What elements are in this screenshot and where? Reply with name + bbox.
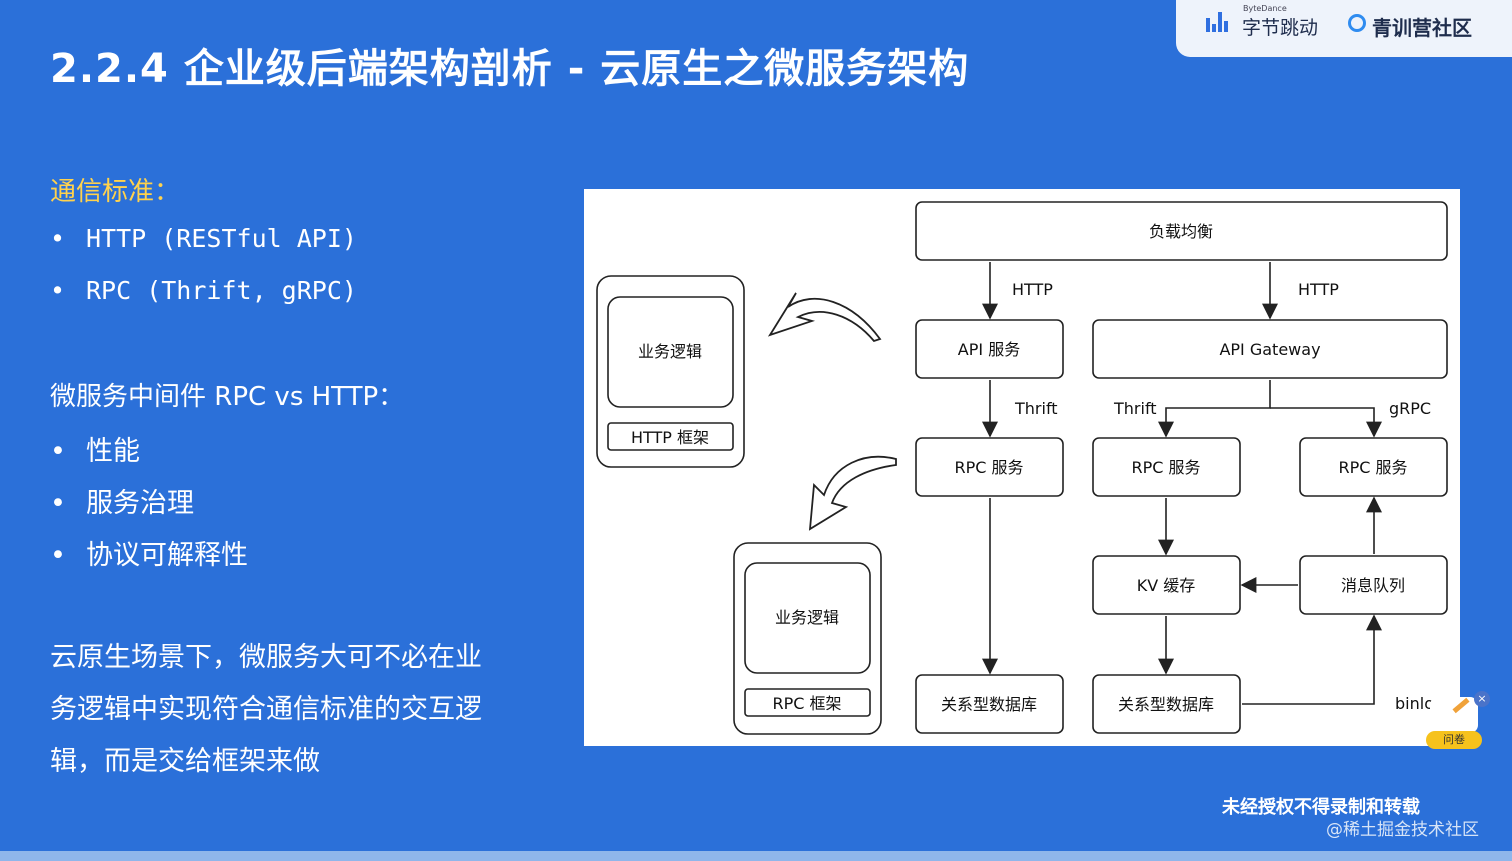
community-logo-icon — [1348, 14, 1366, 32]
standard-item: •RPC (Thrift, gRPC) — [50, 276, 357, 305]
community-name: 青训营社区 — [1372, 16, 1472, 40]
message-queue-label: 消息队列 — [1341, 576, 1405, 595]
standard-item: •HTTP (RESTful API) — [50, 224, 357, 253]
edge-label-thrift-1: Thrift — [1014, 399, 1058, 418]
api-service-label: API 服务 — [958, 340, 1020, 359]
http-framework-label: HTTP 框架 — [631, 428, 709, 447]
slide-title: 2.2.4 企业级后端架构剖析 - 云原生之微服务架构 — [50, 46, 970, 92]
close-icon[interactable]: × — [1474, 691, 1490, 707]
kv-cache-label: KV 缓存 — [1137, 576, 1196, 595]
edge-gateway-to-rpc-2 — [1158, 380, 1271, 438]
edge-label-http-1: HTTP — [1012, 280, 1053, 299]
http-framework-bar — [607, 422, 734, 451]
rpc-framework-label: RPC 框架 — [772, 694, 841, 713]
relational-db-box-2 — [1092, 674, 1241, 734]
edge-label-thrift-2: Thrift — [1113, 399, 1157, 418]
summary-paragraph: 云原生场景下，微服务大可不必在业 务逻辑中实现符合通信标准的交互逻 辑，而是交给… — [50, 642, 482, 777]
http-framework-logic-box — [607, 296, 734, 408]
questionnaire-card — [1430, 697, 1478, 733]
edge-gateway-to-rpc-3 — [1270, 407, 1382, 438]
copyright-note: 未经授权不得录制和转载 — [1222, 797, 1420, 818]
section-heading: 通信标准： — [50, 177, 181, 207]
comparison-item: •性能 — [50, 436, 140, 467]
edge-label-http-2: HTTP — [1298, 280, 1339, 299]
rpc-service-box-2 — [1092, 437, 1241, 497]
api-gateway-box — [1092, 319, 1448, 379]
kv-cache-box — [1092, 555, 1241, 615]
http-framework-logic-label: 业务逻辑 — [638, 342, 702, 361]
bytedance-logo-icon — [1206, 12, 1232, 32]
relational-db-label-1: 关系型数据库 — [941, 695, 1037, 714]
rpc-service-label-2: RPC 服务 — [1131, 458, 1200, 477]
relational-db-box-1 — [915, 674, 1064, 734]
architecture-diagram: 负载均衡 API 服务 API Gateway RPC 服务 RPC 服务 RP… — [584, 189, 1460, 746]
api-service-box — [915, 319, 1064, 379]
api-gateway-label: API Gateway — [1219, 340, 1320, 359]
brand-banner: ByteDance 字节跳动 青训营社区 — [1176, 0, 1512, 57]
relational-db-label-2: 关系型数据库 — [1118, 695, 1214, 714]
edge-db-2-binlog-to-mq — [1242, 614, 1382, 705]
comparison-item: •协议可解释性 — [50, 540, 248, 571]
rpc-service-box-3 — [1299, 437, 1448, 497]
questionnaire-widget[interactable]: 问卷 × — [1426, 691, 1490, 749]
rpc-framework-logic-box — [744, 562, 871, 674]
rpc-service-box-1 — [915, 437, 1064, 497]
rpc-framework-bar — [744, 688, 871, 717]
load-balancer-box — [915, 201, 1448, 261]
rpc-service-label-1: RPC 服务 — [954, 458, 1023, 477]
curved-arrow-upper — [767, 292, 882, 343]
load-balancer-label: 负载均衡 — [1149, 222, 1213, 241]
bytedance-name: 字节跳动 — [1242, 17, 1319, 39]
comparison-item: •服务治理 — [50, 488, 194, 519]
bottom-strip — [0, 851, 1512, 861]
curved-arrow-lower — [808, 455, 897, 531]
bytedance-small-label: ByteDance — [1243, 4, 1287, 13]
message-queue-box — [1299, 555, 1448, 615]
credit-watermark: @稀土掘金技术社区 — [1326, 820, 1479, 840]
rpc-service-label-3: RPC 服务 — [1338, 458, 1407, 477]
comparison-heading: 微服务中间件 RPC vs HTTP： — [50, 382, 405, 412]
rpc-framework-logic-label: 业务逻辑 — [775, 608, 839, 627]
questionnaire-label[interactable]: 问卷 — [1426, 731, 1482, 749]
edge-label-grpc: gRPC — [1389, 399, 1431, 418]
